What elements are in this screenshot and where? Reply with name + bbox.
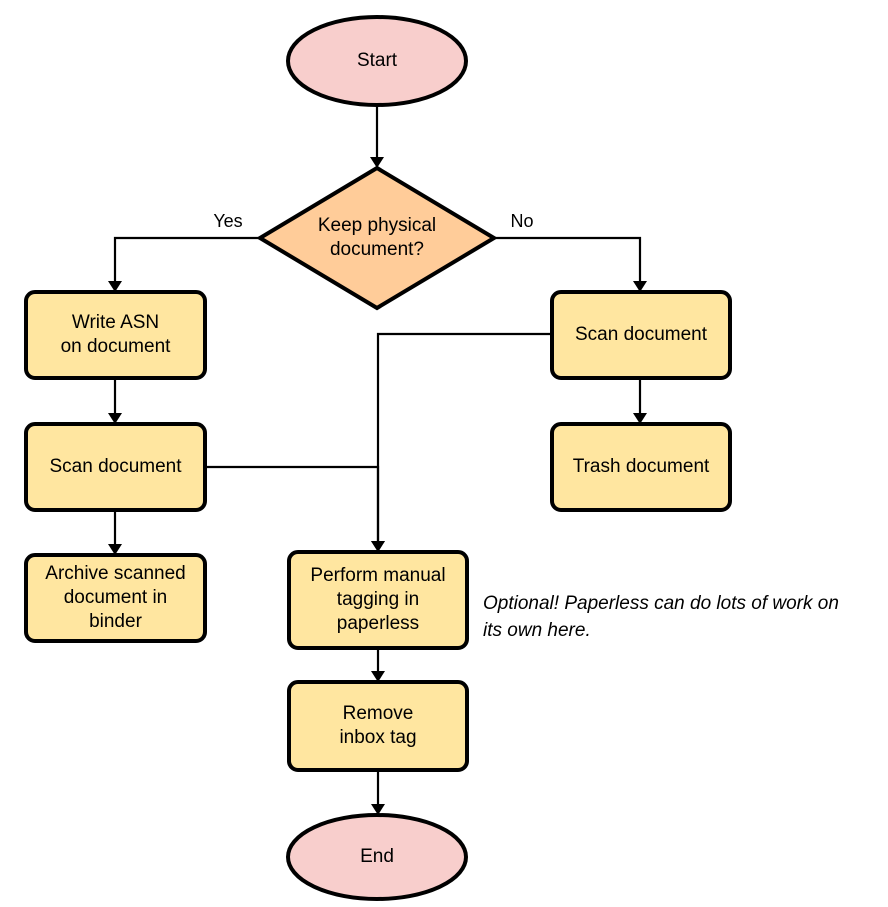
node-label: Keep physical xyxy=(318,215,436,236)
annotations-layer: Optional! Paperless can do lots of work … xyxy=(483,593,839,641)
process-shape[interactable] xyxy=(24,290,207,380)
edge-write-asn-to-scan-document-left xyxy=(108,378,122,424)
node-remove-inbox-tag[interactable]: Remove inbox tag xyxy=(287,680,469,772)
terminator-shape[interactable] xyxy=(286,15,468,107)
edge-arrowhead xyxy=(371,804,385,815)
node-label: Scan document xyxy=(49,456,182,477)
edge-arrowhead xyxy=(371,671,385,682)
node-trash-document[interactable]: Trash document xyxy=(550,422,732,512)
process-shape[interactable] xyxy=(24,553,207,643)
edge-arrowhead xyxy=(633,413,647,424)
node-scan-document-right[interactable]: Scan document xyxy=(550,290,732,380)
edge-label-no: No xyxy=(510,211,533,231)
node-label: Archive scanned xyxy=(45,563,185,584)
annotation-optional-note: Optional! Paperless can do lots of work … xyxy=(483,593,839,641)
edge-arrowhead xyxy=(108,544,122,555)
terminator-shape[interactable] xyxy=(286,813,468,901)
node-perform-manual-tagging-in-paperless[interactable]: Perform manual tagging in paperless xyxy=(287,550,469,650)
node-archive-scanned-document-in-binder[interactable]: Archive scanned document in binder xyxy=(24,553,207,643)
edge-decision-yes-to-write-asn: Yes xyxy=(108,211,260,292)
node-label: Perform manual xyxy=(310,565,445,586)
node-label: on document xyxy=(61,336,172,357)
node-label: End xyxy=(360,846,394,867)
annotation-line: Optional! Paperless can do lots of work … xyxy=(483,593,839,614)
node-label: tagging in xyxy=(337,589,419,610)
edge-arrowhead xyxy=(108,413,122,424)
edges-layer: Yes No xyxy=(108,105,647,815)
edge-scan-document-left-to-perform-manual-tagging xyxy=(205,465,385,552)
edge-arrowhead xyxy=(633,281,647,292)
node-end[interactable]: End xyxy=(286,813,468,901)
node-label: Trash document xyxy=(573,456,710,477)
edge-perform-manual-tagging-to-remove-inbox-tag xyxy=(371,648,385,682)
node-scan-document-left[interactable]: Scan document xyxy=(24,422,207,512)
process-shape[interactable] xyxy=(24,422,207,512)
node-label: inbox tag xyxy=(339,727,416,748)
node-label: document? xyxy=(330,239,424,260)
node-label: paperless xyxy=(337,613,419,634)
edge-start-to-decision xyxy=(370,105,384,168)
edge-line xyxy=(205,465,380,541)
process-shape[interactable] xyxy=(550,290,732,380)
edge-remove-inbox-tag-to-end xyxy=(371,770,385,815)
node-write-asn-on-document[interactable]: Write ASN on document xyxy=(24,290,207,380)
node-label: Remove xyxy=(343,703,414,724)
edge-arrowhead xyxy=(371,541,385,552)
node-label: document in xyxy=(64,587,168,608)
node-start[interactable]: Start xyxy=(286,15,468,107)
node-label: binder xyxy=(89,611,142,632)
process-shape[interactable] xyxy=(287,680,469,772)
edge-line xyxy=(113,236,260,281)
node-label: Scan document xyxy=(575,324,708,345)
decision-shape[interactable] xyxy=(256,165,498,311)
edge-arrowhead xyxy=(108,281,122,292)
process-shape[interactable] xyxy=(287,550,469,650)
node-keep-physical-document[interactable]: Keep physical document? xyxy=(256,165,498,311)
edge-scan-document-right-to-perform-manual-tagging xyxy=(371,332,552,552)
edge-decision-no-to-scan-document-right: No xyxy=(494,211,647,292)
edge-scan-document-right-to-trash-document xyxy=(633,378,647,424)
edge-scan-document-left-to-archive xyxy=(108,510,122,555)
edge-line xyxy=(376,332,552,541)
edge-line xyxy=(494,236,642,281)
node-label: Start xyxy=(357,50,398,71)
annotation-line: its own here. xyxy=(483,620,591,641)
process-shape[interactable] xyxy=(550,422,732,512)
node-label: Write ASN xyxy=(72,312,159,333)
edge-label-yes: Yes xyxy=(213,211,242,231)
edge-arrowhead xyxy=(370,157,384,168)
